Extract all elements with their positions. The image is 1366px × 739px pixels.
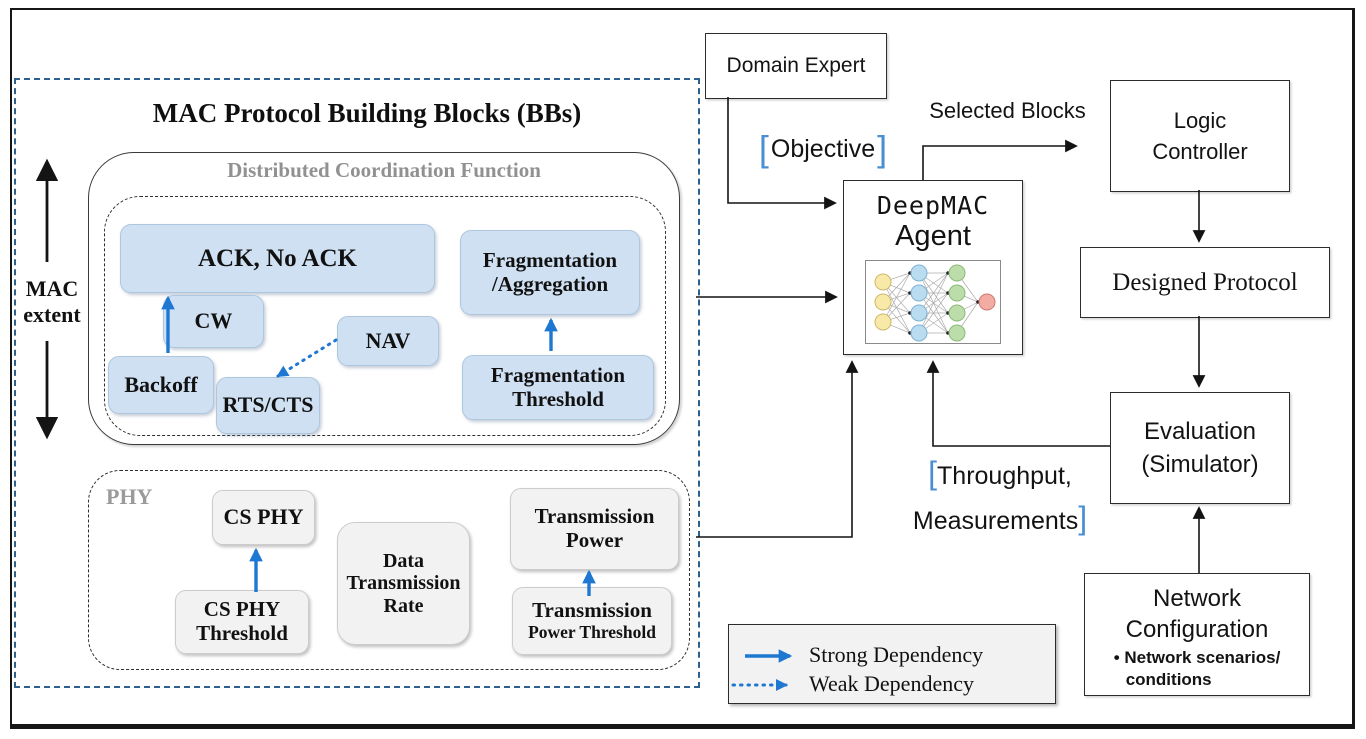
dcf-label: Distributed Coordination Function <box>227 158 541 182</box>
block-cw: CW <box>163 295 264 348</box>
open-bracket: [ <box>928 455 938 491</box>
block-cs-phy: CS PHY <box>212 490 315 545</box>
close-bracket: ] <box>877 128 888 169</box>
legend-box: Strong Dependency Weak Dependency <box>728 624 1056 704</box>
block-rts-cts: RTS/CTS <box>216 377 320 434</box>
agent-title: Agent <box>895 220 971 252</box>
legend-weak-dependency: Weak Dependency <box>809 671 974 696</box>
open-bracket: [ <box>758 128 769 169</box>
dcf-container <box>88 152 680 445</box>
dcf-inner-dashed-box <box>104 196 666 436</box>
legend-strong-dependency: Strong Dependency <box>809 642 984 667</box>
block-fragmentation-threshold: Fragmentation Threshold <box>462 355 654 420</box>
deepmac-title: DeepMAC <box>876 191 990 220</box>
block-transmission-power-threshold: Transmission Power Threshold <box>512 587 672 655</box>
block-fragmentation-aggregation: Fragmentation /Aggregation <box>460 230 640 315</box>
deepmac-agent-box: DeepMAC Agent <box>843 180 1023 355</box>
close-bracket: ] <box>1078 500 1088 536</box>
phy-label: PHY <box>106 484 153 509</box>
evaluation-simulator-box: Evaluation (Simulator) <box>1110 392 1290 504</box>
block-cs-phy-threshold: CS PHY Threshold <box>175 590 309 654</box>
logic-controller-box: Logic Controller <box>1110 80 1290 192</box>
block-transmission-power: Transmission Power <box>510 488 679 570</box>
block-backoff: Backoff <box>108 356 214 414</box>
designed-protocol-box: Designed Protocol <box>1080 247 1330 318</box>
feedback-annotation: [Throughput, Measurements] <box>912 455 1088 536</box>
block-ack-no-ack: ACK, No ACK <box>120 224 435 293</box>
block-data-transmission-rate: Data Transmission Rate <box>337 522 470 645</box>
selected-blocks-label: Selected Blocks <box>929 98 1086 123</box>
block-nav: NAV <box>337 316 439 366</box>
bullet-glyph: • <box>1113 647 1120 667</box>
bb-panel-title: MAC Protocol Building Blocks (BBs) <box>152 98 582 128</box>
domain-expert-box: Domain Expert <box>705 33 887 99</box>
mac-extent-label: MAC extent <box>23 276 81 327</box>
network-configuration-box: Network Configuration • Network scenario… <box>1084 573 1310 696</box>
neural-network-icon <box>865 260 1001 344</box>
objective-annotation: [ Objective ] <box>758 128 888 169</box>
phy-container <box>88 470 690 670</box>
